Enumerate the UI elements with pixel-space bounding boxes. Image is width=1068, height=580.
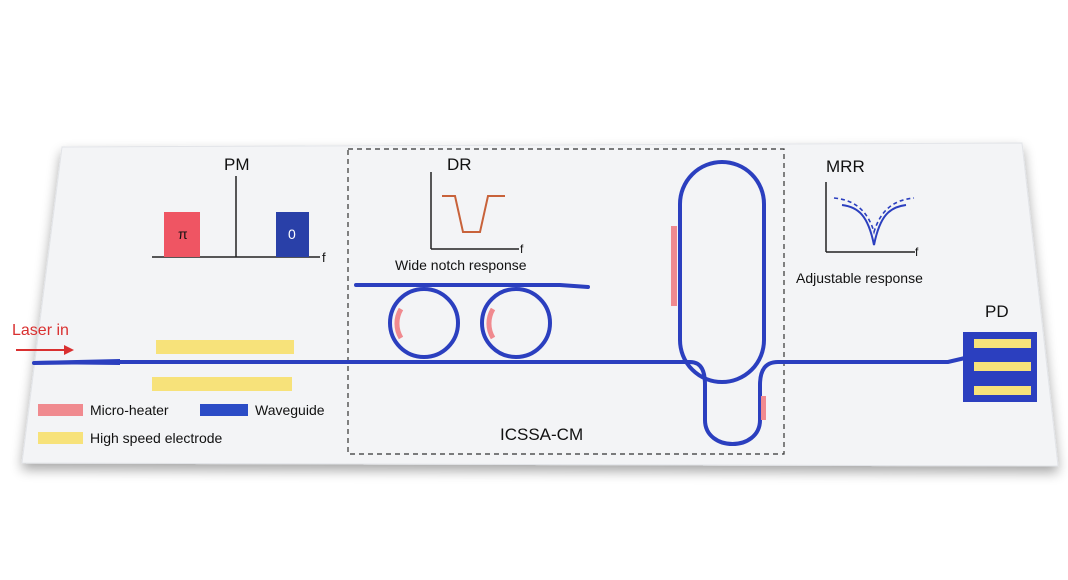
legend-electrode-label: High speed electrode [90, 430, 223, 446]
mrr-freq-label: f [915, 245, 919, 259]
pd-label: PD [985, 302, 1009, 321]
legend: Micro-heater Waveguide High speed electr… [38, 402, 325, 446]
dr-ring-2-heater [486, 307, 496, 340]
module-label: ICSSA-CM [500, 425, 583, 444]
loop-heater [761, 396, 766, 420]
mrr-caption: Adjustable response [796, 270, 923, 286]
mrr-heater [671, 226, 677, 306]
icssa-cm-box [347, 148, 785, 455]
mrr-label: MRR [826, 157, 865, 176]
legend-heater-label: Micro-heater [90, 402, 169, 418]
main-waveguide [32, 356, 967, 446]
dr-notch-curve [442, 195, 505, 233]
legend-waveguide-label: Waveguide [255, 402, 325, 418]
laser-arrow [16, 345, 74, 355]
dr-inset: DR f Wide notch response [395, 155, 527, 273]
pm-pi-bar [164, 212, 200, 257]
mrr-racetrack [678, 160, 766, 384]
legend-waveguide-swatch [200, 404, 248, 416]
mrr-dashed-response [833, 197, 915, 235]
dr-ring-1-heater [394, 307, 404, 340]
mrr-inset: MRR f Adjustable response [796, 157, 923, 286]
pm-inset: PM π 0 f [152, 155, 326, 265]
mrr-solid-response [841, 204, 907, 246]
legend-heater-swatch [38, 404, 83, 416]
dr-ring-2 [480, 287, 552, 359]
laser-in-label: Laser in [12, 322, 69, 339]
pm-freq-label: f [322, 250, 326, 265]
pm-zero-bar [276, 212, 309, 257]
pm-pi-symbol: π [178, 226, 188, 242]
electrode-bottom [152, 377, 292, 391]
dr-label: DR [447, 155, 472, 174]
pm-label: PM [224, 155, 250, 174]
photodetector [963, 332, 1037, 402]
dr-freq-label: f [520, 242, 524, 256]
pm-zero-symbol: 0 [288, 226, 296, 242]
chip-substrate [21, 142, 1059, 467]
dr-ring-1 [388, 287, 460, 359]
dr-caption: Wide notch response [395, 257, 527, 273]
dr-bus-waveguide [354, 283, 590, 289]
input-taper [34, 359, 120, 365]
legend-electrode-swatch [38, 432, 83, 444]
electrode-top [156, 340, 294, 354]
